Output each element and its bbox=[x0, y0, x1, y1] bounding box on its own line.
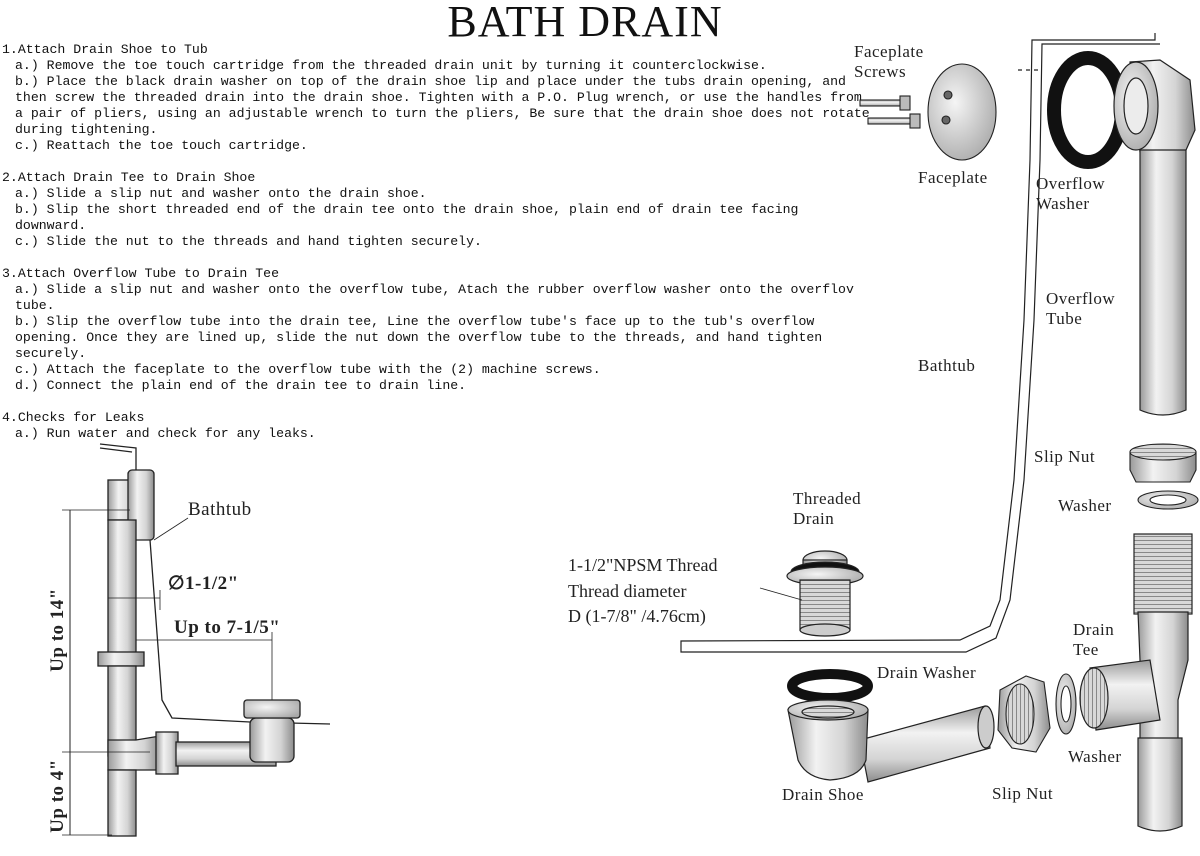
slip-nut-bottom-label: Slip Nut bbox=[992, 784, 1054, 803]
washer-top-part bbox=[1137, 490, 1199, 510]
overflow-washer-label-line1: Overflow bbox=[1036, 174, 1106, 193]
side-bathtub-label: Bathtub bbox=[188, 499, 252, 520]
diameter-dimension: ∅1-1/2" bbox=[168, 573, 239, 594]
height-lower-dimension: Up to 4" bbox=[47, 759, 68, 833]
slip-nut-top-part bbox=[1129, 443, 1197, 483]
drain-tee-part bbox=[1079, 533, 1193, 832]
faceplate-part bbox=[859, 63, 997, 161]
step: a.) Remove the toe touch cartridge from … bbox=[15, 58, 767, 73]
height-upper-dimension: Up to 14" bbox=[47, 588, 68, 672]
drain-washer-part bbox=[787, 669, 873, 703]
thread-spec-line3: D (1-7/8" /4.76cm) bbox=[568, 606, 706, 626]
instruction-section: 4.Checks for Leaks a.) Run water and che… bbox=[2, 410, 872, 442]
step: b.) Place the black drain washer on top … bbox=[15, 74, 870, 137]
side-profile-diagram bbox=[62, 443, 331, 837]
section-heading: 3.Attach Overflow Tube to Drain Tee bbox=[2, 266, 279, 281]
section-heading: 2.Attach Drain Tee to Drain Shoe bbox=[2, 170, 256, 185]
faceplate-screws-label-line1: Faceplate bbox=[854, 42, 924, 61]
overflow-tube-label-line2: Tube bbox=[1046, 309, 1083, 328]
threaded-drain-label-line2: Drain bbox=[793, 509, 835, 528]
overflow-tube-label-line1: Overflow bbox=[1046, 289, 1116, 308]
step: c.) Reattach the toe touch cartridge. bbox=[15, 138, 308, 153]
washer-top-label: Washer bbox=[1058, 496, 1112, 515]
step: b.) Slip the overflow tube into the drai… bbox=[15, 314, 823, 361]
step: c.) Attach the faceplate to the overflow… bbox=[15, 362, 601, 377]
threaded-drain-part bbox=[759, 550, 864, 637]
step: a.) Run water and check for any leaks. bbox=[15, 426, 316, 441]
step: d.) Connect the plain end of the drain t… bbox=[15, 378, 467, 393]
drain-shoe-label: Drain Shoe bbox=[782, 785, 864, 804]
page-title: BATH DRAIN bbox=[447, 0, 723, 46]
faceplate-label: Faceplate bbox=[918, 168, 988, 187]
washer-bottom-part bbox=[1055, 673, 1077, 735]
faceplate-screws-label-line2: Screws bbox=[854, 62, 907, 81]
threaded-drain-label-line1: Threaded bbox=[793, 489, 862, 508]
bathtub-outline bbox=[680, 33, 1160, 653]
slip-nut-bottom-part bbox=[997, 675, 1051, 753]
instruction-section: 2.Attach Drain Tee to Drain Shoe a.) Sli… bbox=[2, 170, 872, 250]
step: c.) Slide the nut to the threads and han… bbox=[15, 234, 482, 249]
step: a.) Slide a slip nut and washer onto the… bbox=[15, 186, 427, 201]
bathtub-label: Bathtub bbox=[918, 356, 976, 375]
overflow-washer-part bbox=[1047, 51, 1196, 169]
slip-nut-top-label: Slip Nut bbox=[1034, 447, 1096, 466]
section-heading: 1.Attach Drain Shoe to Tub bbox=[2, 42, 208, 57]
step: b.) Slip the short threaded end of the d… bbox=[15, 202, 799, 233]
drain-washer-label: Drain Washer bbox=[877, 663, 977, 682]
instruction-section: 1.Attach Drain Shoe to Tub a.) Remove th… bbox=[2, 42, 872, 154]
thread-spec-line1: 1-1/2"NPSM Thread bbox=[568, 555, 718, 575]
washer-bottom-label: Washer bbox=[1068, 747, 1122, 766]
drain-tee-label-line1: Drain bbox=[1073, 620, 1115, 639]
thread-spec-line2: Thread diameter bbox=[568, 581, 687, 601]
overflow-washer-label-line2: Washer bbox=[1036, 194, 1090, 213]
reach-dimension: Up to 7-1/5" bbox=[174, 617, 281, 638]
drain-shoe-part bbox=[787, 699, 995, 783]
drain-tee-label-line2: Tee bbox=[1073, 640, 1099, 659]
instructions: 1.Attach Drain Shoe to Tub a.) Remove th… bbox=[2, 42, 872, 458]
step: a.) Slide a slip nut and washer onto the… bbox=[15, 282, 854, 313]
section-heading: 4.Checks for Leaks bbox=[2, 410, 145, 425]
instruction-section: 3.Attach Overflow Tube to Drain Tee a.) … bbox=[2, 266, 872, 394]
overflow-tube-part bbox=[1139, 149, 1187, 416]
